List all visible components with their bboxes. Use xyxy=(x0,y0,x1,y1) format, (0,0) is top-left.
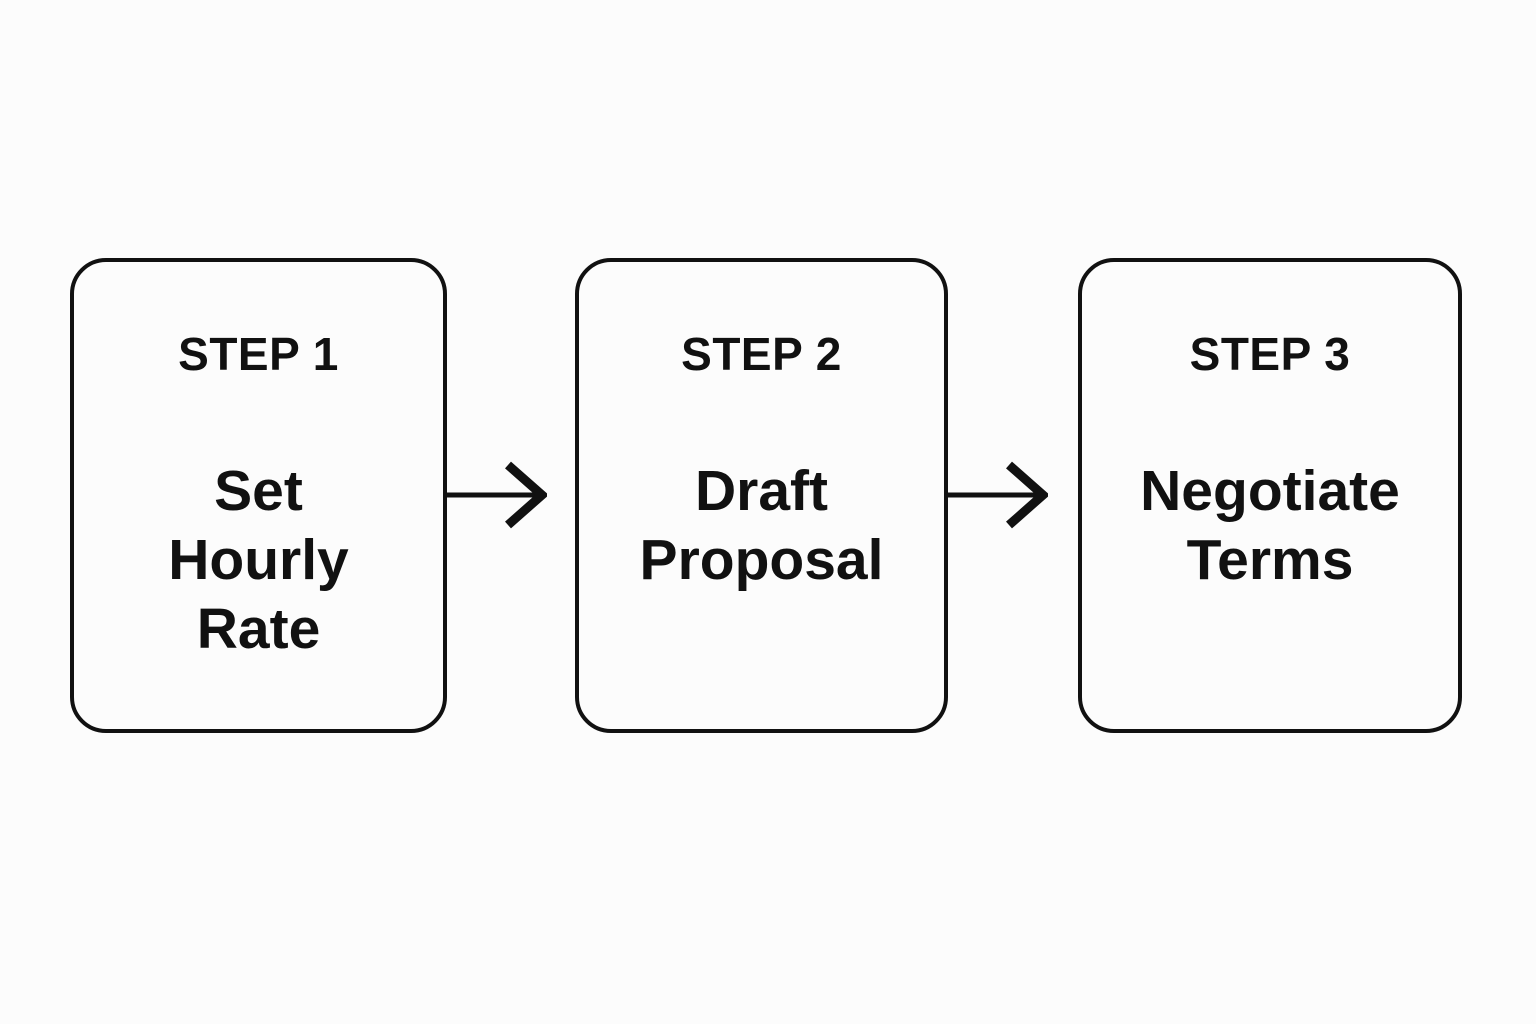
step-title: Draft Proposal xyxy=(639,459,884,592)
arrow-right-icon xyxy=(946,461,1048,529)
step-box-3: STEP 3 Negotiate Terms xyxy=(1078,258,1462,733)
step-title: Set Hourly Rate xyxy=(168,459,349,661)
step-box-1: STEP 1 Set Hourly Rate xyxy=(70,258,447,733)
step-title: Negotiate Terms xyxy=(1140,459,1400,592)
arrow-right-icon xyxy=(445,461,547,529)
step-box-2: STEP 2 Draft Proposal xyxy=(575,258,948,733)
step-label: STEP 2 xyxy=(681,328,842,380)
step-label: STEP 1 xyxy=(178,328,339,380)
step-label: STEP 3 xyxy=(1189,328,1351,380)
